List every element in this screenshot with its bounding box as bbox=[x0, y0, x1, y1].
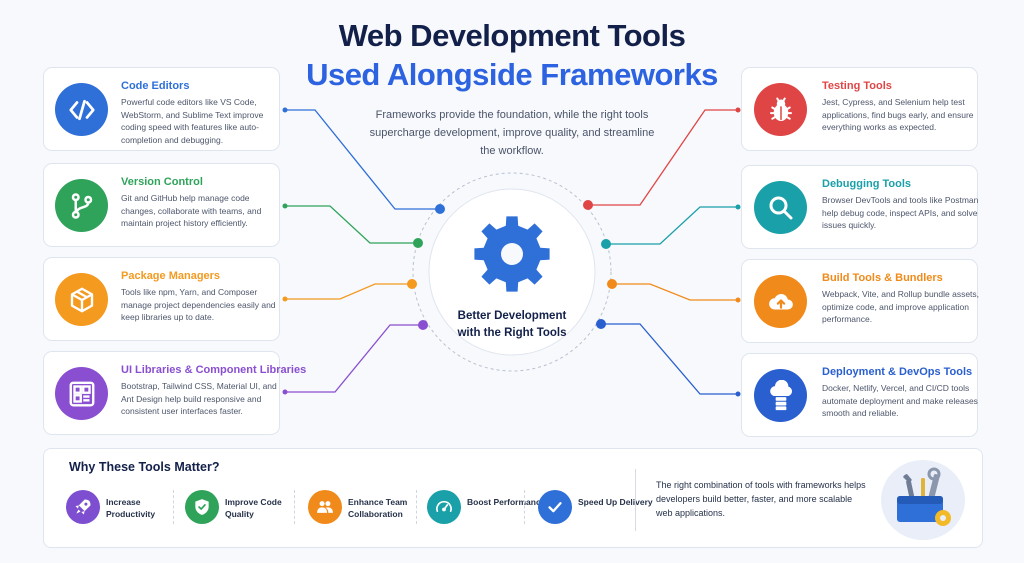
cloud-upload-icon bbox=[754, 275, 807, 328]
benefit-divider bbox=[416, 490, 417, 524]
team-icon bbox=[308, 490, 342, 524]
toolbox-icon bbox=[881, 460, 965, 540]
git-branch-icon bbox=[55, 179, 108, 232]
checkmark-icon bbox=[538, 490, 572, 524]
benefit-label: Improve Code Quality bbox=[225, 497, 282, 519]
card-deployment-devops: Deployment & DevOps Tools Docker, Netlif… bbox=[741, 353, 978, 437]
card-description: Tools like npm, Yarn, and Composer manag… bbox=[121, 287, 276, 322]
connector-end-dot bbox=[607, 279, 617, 289]
gear-icon bbox=[472, 214, 552, 294]
card-description: Powerful code editors like VS Code, WebS… bbox=[121, 97, 264, 145]
why-tools-matter-panel: Why These Tools Matter? Increase Product… bbox=[43, 448, 983, 548]
benefit-speed-up-delivery: Speed Up Delivery bbox=[538, 488, 668, 526]
connector-end-dot bbox=[601, 239, 611, 249]
connector-start-dot bbox=[735, 204, 741, 210]
code-brackets-icon bbox=[55, 83, 108, 136]
rocket-icon bbox=[66, 490, 100, 524]
card-ui-libraries: UI Libraries & Component Libraries Boots… bbox=[43, 351, 306, 435]
card-code-editors: Code Editors Powerful code editors like … bbox=[43, 67, 280, 151]
connector-end-dot bbox=[413, 238, 423, 248]
connector-end-dot bbox=[435, 204, 445, 214]
benefit-label: Enhance Team Collaboration bbox=[348, 497, 408, 519]
magnifier-icon bbox=[754, 181, 807, 234]
connector-line bbox=[285, 324, 423, 393]
card-description: Docker, Netlify, Vercel, and CI/CD tools… bbox=[822, 383, 978, 418]
connector-start-dot bbox=[282, 296, 288, 302]
benefit-increase-productivity: Increase Productivity bbox=[66, 488, 196, 526]
connector-line bbox=[601, 323, 738, 395]
card-description: Webpack, Vite, and Rollup bundle assets,… bbox=[822, 289, 980, 324]
connector-start-dot bbox=[735, 391, 741, 397]
connector-line bbox=[285, 109, 440, 210]
card-description: Jest, Cypress, and Selenium help test ap… bbox=[822, 97, 974, 132]
benefit-enhance-team-collaboration: Enhance Team Collaboration bbox=[308, 488, 438, 526]
card-title: UI Libraries & Component Libraries bbox=[121, 364, 307, 376]
bug-icon bbox=[754, 83, 807, 136]
gear-hole bbox=[501, 243, 523, 265]
card-description: Git and GitHub help manage code changes,… bbox=[121, 193, 262, 228]
card-description: Browser DevTools and tools like Postman … bbox=[822, 195, 979, 230]
page-title-line1: Web Development Tools bbox=[338, 18, 686, 53]
layout-grid-icon bbox=[55, 367, 108, 420]
card-title: Code Editors bbox=[121, 80, 190, 92]
connector-start-dot bbox=[282, 107, 288, 113]
card-version-control: Version Control Git and GitHub help mana… bbox=[43, 163, 280, 247]
center-label-line1: Better Development bbox=[457, 310, 567, 322]
panel-divider bbox=[635, 469, 636, 531]
benefit-boost-performance: Boost Performance bbox=[427, 488, 557, 526]
connector-end-dot bbox=[583, 200, 593, 210]
connector-start-dot bbox=[282, 389, 288, 395]
cloud-server-icon bbox=[754, 369, 807, 422]
connector-line bbox=[606, 206, 738, 245]
benefit-improve-code-quality: Improve Code Quality bbox=[185, 488, 315, 526]
benefit-label: Boost Performance bbox=[467, 497, 546, 507]
card-title: Testing Tools bbox=[822, 80, 892, 92]
card-title: Package Managers bbox=[121, 270, 221, 282]
connector-end-dot bbox=[407, 279, 417, 289]
speedometer-icon bbox=[427, 490, 461, 524]
closing-statement: The right combination of tools with fram… bbox=[656, 480, 866, 518]
card-title: Deployment & DevOps Tools bbox=[822, 366, 973, 378]
center-label: Better Development with the Right Tools bbox=[432, 308, 592, 342]
card-debugging-tools: Debugging Tools Browser DevTools and too… bbox=[741, 165, 978, 249]
connector-line bbox=[612, 283, 738, 301]
why-title: Why These Tools Matter? bbox=[69, 460, 220, 474]
benefit-divider bbox=[294, 490, 295, 524]
benefit-divider bbox=[173, 490, 174, 524]
card-package-managers: Package Managers Tools like npm, Yarn, a… bbox=[43, 257, 280, 341]
card-title: Build Tools & Bundlers bbox=[822, 272, 943, 284]
page-title-line2: Used Alongside Frameworks bbox=[306, 57, 718, 92]
benefit-label: Increase Productivity bbox=[106, 497, 156, 519]
connector-start-dot bbox=[282, 203, 288, 209]
card-title: Version Control bbox=[121, 176, 203, 188]
benefit-divider bbox=[524, 490, 525, 524]
connector-line bbox=[285, 283, 412, 300]
benefit-label: Speed Up Delivery bbox=[578, 497, 653, 507]
package-box-icon bbox=[55, 273, 108, 326]
card-title: Debugging Tools bbox=[822, 178, 912, 190]
connector-end-dot bbox=[418, 320, 428, 330]
connector-start-dot bbox=[735, 297, 741, 303]
center-label-line2: with the Right Tools bbox=[457, 327, 567, 339]
connector-line bbox=[285, 205, 418, 244]
shield-check-icon bbox=[185, 490, 219, 524]
card-testing-tools: Testing Tools Jest, Cypress, and Seleniu… bbox=[741, 67, 978, 151]
connector-start-dot bbox=[735, 107, 741, 113]
card-build-tools: Build Tools & Bundlers Webpack, Vite, an… bbox=[741, 259, 979, 343]
connector-end-dot bbox=[596, 319, 606, 329]
card-description: Bootstrap, Tailwind CSS, Material UI, an… bbox=[121, 381, 277, 416]
outer-dashed-ring bbox=[412, 172, 612, 372]
page-subtitle: Frameworks provide the foundation, while… bbox=[369, 109, 655, 157]
connector-line bbox=[588, 109, 738, 206]
